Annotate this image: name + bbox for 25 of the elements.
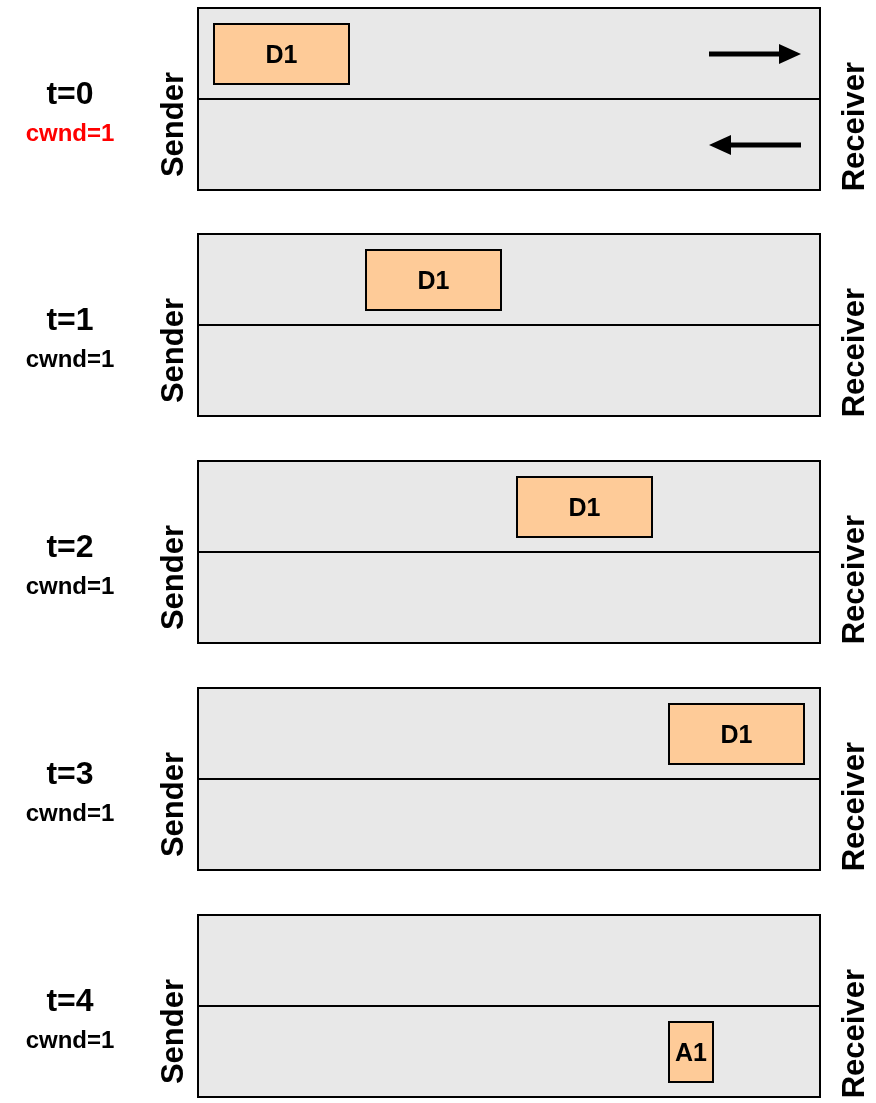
- sender-label: Sender: [156, 297, 190, 403]
- time-label: t=2: [45, 528, 95, 565]
- sender-label: Sender: [156, 524, 190, 630]
- packet-box: D1: [213, 23, 350, 85]
- sender-label: Sender: [156, 71, 190, 177]
- window-label: cwnd=1: [24, 1026, 116, 1054]
- packet-box: D1: [365, 249, 502, 311]
- window-label: cwnd=1: [24, 799, 116, 827]
- window-label: cwnd=1: [24, 572, 116, 600]
- receiver-label: Receiver: [837, 287, 871, 417]
- time-label: t=4: [45, 982, 95, 1019]
- sender-label: Sender: [156, 978, 190, 1084]
- packet-box: D1: [516, 476, 653, 538]
- sender-label: Sender: [156, 751, 190, 857]
- receiver-label: Receiver: [837, 61, 871, 191]
- packet-box: D1: [668, 703, 805, 765]
- packet-box: A1: [668, 1021, 714, 1083]
- time-label: t=1: [45, 301, 95, 338]
- window-label: cwnd=1: [24, 119, 116, 147]
- receiver-label: Receiver: [837, 741, 871, 871]
- time-label: t=3: [45, 755, 95, 792]
- time-label: t=0: [45, 75, 95, 112]
- receiver-label: Receiver: [837, 514, 871, 644]
- window-label: cwnd=1: [24, 345, 116, 373]
- receiver-label: Receiver: [837, 968, 871, 1098]
